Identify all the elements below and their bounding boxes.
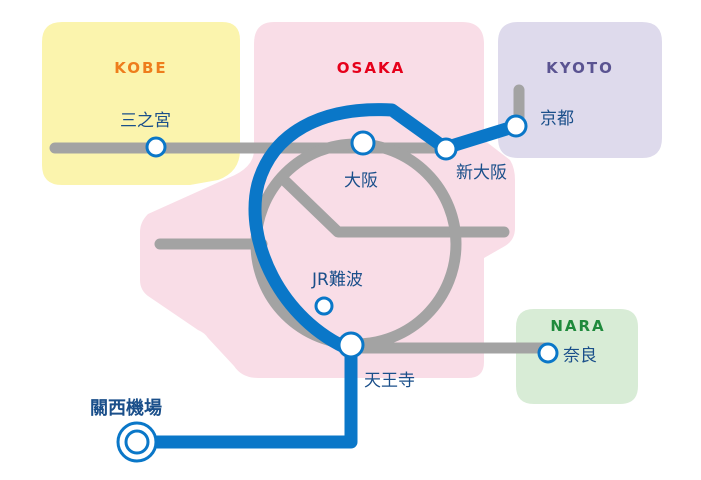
region-nara (516, 309, 638, 404)
region-label-nara: NARA (550, 317, 605, 335)
region-label-osaka: OSAKA (337, 59, 405, 77)
region-kyoto (498, 22, 662, 158)
station-marker-kansai-airport[interactable] (116, 421, 158, 463)
station-marker-nara[interactable] (537, 342, 559, 364)
region-label-kyoto: KYOTO (546, 59, 614, 77)
station-label-nara: 奈良 (563, 346, 597, 366)
region-label-kobe: KOBE (114, 59, 167, 77)
station-marker-kyoto[interactable] (504, 114, 528, 138)
station-marker-jr-namba[interactable] (314, 296, 334, 316)
station-marker-tennoji[interactable] (337, 331, 365, 359)
station-label-sannomiya: 三之宮 (120, 111, 171, 131)
station-label-shin-osaka: 新大阪 (456, 163, 507, 183)
station-marker-shin-osaka[interactable] (434, 137, 458, 161)
station-label-osaka: 大阪 (344, 171, 378, 191)
station-label-kansai-airport: 關西機場 (90, 397, 162, 419)
rail-line-diagonal (276, 172, 510, 238)
station-marker-sannomiya[interactable] (145, 136, 167, 158)
station-label-jr-namba: JR難波 (311, 270, 363, 290)
station-marker-osaka[interactable] (350, 130, 376, 156)
station-label-kyoto: 京都 (540, 109, 574, 129)
region-osaka (140, 22, 515, 378)
station-label-tennoji: 天王寺 (364, 371, 415, 391)
airport-express-route (130, 103, 523, 449)
region-kobe (42, 22, 240, 185)
